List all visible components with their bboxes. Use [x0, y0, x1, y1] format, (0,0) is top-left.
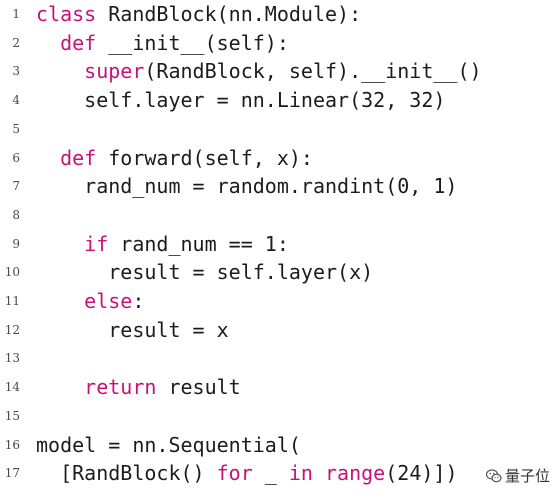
- line-number: 12: [4, 322, 20, 337]
- code-line: 16 model = nn.Sequential(: [0, 431, 560, 460]
- code-token: rand_num = random.randint(0, 1): [36, 174, 458, 199]
- code-line: 5: [0, 115, 560, 144]
- wechat-icon: [485, 468, 502, 482]
- code-text: else:: [36, 287, 144, 315]
- code-line: 17 [RandBlock() for _ in range(24)]): [0, 459, 560, 488]
- keyword-token: return: [84, 375, 157, 400]
- code-line: 14 return result: [0, 373, 560, 402]
- keyword-token: class: [36, 2, 97, 26]
- line-number: 8: [12, 207, 20, 222]
- code-token: result: [156, 375, 241, 400]
- keyword-token: super: [84, 59, 145, 84]
- code-text: rand_num = random.randint(0, 1): [36, 172, 457, 200]
- line-number: 17: [4, 466, 20, 481]
- code-line: 2 def __init__(self):: [0, 29, 560, 58]
- code-token: self.layer = nn.Linear(32, 32): [36, 88, 446, 113]
- code-token: result = self.layer(x): [36, 260, 374, 285]
- code-text: model = nn.Sequential(: [36, 431, 301, 459]
- code-line: 6 def forward(self, x):: [0, 144, 560, 173]
- code-token: [36, 375, 84, 399]
- line-number: 10: [4, 265, 20, 280]
- line-number: 2: [12, 35, 20, 50]
- code-text: [RandBlock() for _ in range(24)]): [36, 459, 457, 487]
- line-number: 7: [12, 179, 20, 194]
- code-line: 10 result = self.layer(x): [0, 258, 560, 287]
- code-line: 7 rand_num = random.randint(0, 1): [0, 172, 560, 201]
- line-number: 14: [4, 380, 20, 395]
- code-line: 9 if rand_num == 1:: [0, 230, 560, 259]
- code-token: (RandBlock, self).__init__(): [144, 59, 482, 84]
- code-line: 15: [0, 402, 560, 431]
- line-number: 16: [4, 437, 20, 452]
- code-text: result = self.layer(x): [36, 258, 373, 286]
- code-token: rand_num == 1:: [108, 231, 289, 256]
- code-text: def __init__(self):: [36, 29, 289, 57]
- keyword-token: else: [84, 289, 133, 313]
- line-number: 1: [12, 7, 20, 21]
- line-number: 3: [12, 64, 20, 79]
- line-number: 11: [4, 294, 20, 308]
- code-line: 13: [0, 344, 560, 373]
- code-token: [36, 232, 84, 256]
- keyword-token: def: [60, 30, 97, 55]
- code-line: 3 super(RandBlock, self).__init__(): [0, 57, 560, 86]
- code-token: :: [132, 289, 145, 313]
- line-number: 5: [12, 121, 20, 136]
- code-token: result = x: [36, 317, 229, 342]
- code-text: super(RandBlock, self).__init__(): [36, 57, 482, 85]
- watermark-text: 量子位: [504, 467, 550, 485]
- code-line: 1 class RandBlock(nn.Module):: [0, 0, 560, 29]
- code-token: (24)]): [385, 461, 458, 486]
- code-line: 11 else:: [0, 287, 560, 316]
- code-text: self.layer = nn.Linear(32, 32): [36, 86, 445, 114]
- code-token: [RandBlock(): [36, 461, 217, 486]
- code-token: [36, 31, 60, 55]
- line-number: 13: [4, 351, 20, 366]
- code-text: class RandBlock(nn.Module):: [36, 0, 361, 28]
- code-token: [313, 461, 325, 485]
- code-text: return result: [36, 373, 241, 401]
- code-token: RandBlock(nn.Module):: [96, 2, 362, 26]
- code-text: def forward(self, x):: [36, 144, 313, 172]
- code-token: [36, 146, 60, 170]
- keyword-token: for: [216, 461, 253, 486]
- code-text: result = x: [36, 316, 229, 344]
- watermark: 量子位: [480, 463, 554, 488]
- code-token: forward(self, x):: [96, 145, 313, 170]
- keyword-token: in: [288, 461, 313, 486]
- keyword-token: if: [84, 231, 109, 256]
- code-line: 8: [0, 201, 560, 230]
- line-number: 9: [12, 236, 20, 251]
- code-token: [36, 289, 84, 313]
- line-number: 4: [12, 93, 20, 108]
- keyword-token: range: [325, 461, 386, 486]
- code-line: 4 self.layer = nn.Linear(32, 32): [0, 86, 560, 115]
- line-number: 15: [4, 408, 20, 423]
- code-token: _: [252, 461, 289, 486]
- code-token: model = nn.Sequential(: [36, 432, 301, 457]
- code-text: if rand_num == 1:: [36, 230, 289, 258]
- code-token: __init__(self):: [96, 30, 289, 55]
- code-line: 12 result = x: [0, 316, 560, 345]
- line-number: 6: [12, 150, 20, 165]
- keyword-token: def: [60, 145, 97, 170]
- code-token: [36, 59, 84, 83]
